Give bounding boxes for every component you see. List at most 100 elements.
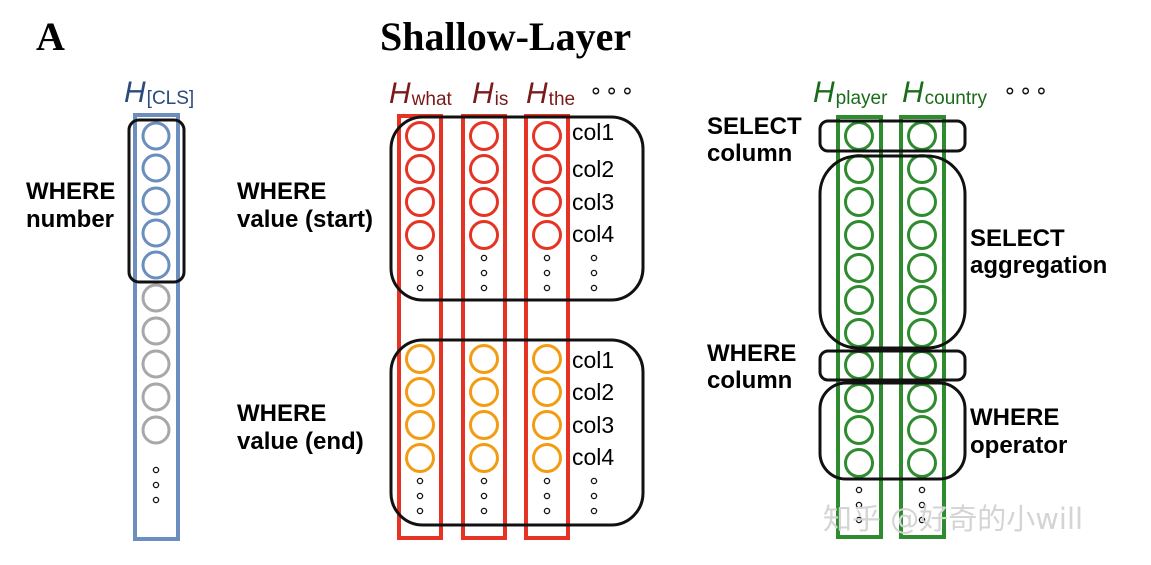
token-neuron-end xyxy=(532,410,562,440)
where-value-start-box xyxy=(389,115,645,302)
token-neuron-end xyxy=(532,443,562,473)
ellipsis-dot xyxy=(416,507,424,515)
cls-neuron xyxy=(141,415,171,445)
ellipsis-dot xyxy=(543,492,551,500)
token-neuron-start xyxy=(532,220,562,250)
token-neuron-end xyxy=(405,443,435,473)
token-neuron-start xyxy=(532,187,562,217)
select-aggregation-box xyxy=(818,154,967,350)
where-operator-box xyxy=(818,381,967,481)
end-col2-label: col2 xyxy=(572,379,614,405)
ellipsis-dot xyxy=(152,481,160,489)
ellipsis-dot xyxy=(480,507,488,515)
where-column-label-2: column xyxy=(707,367,792,394)
panel-letter: A xyxy=(36,14,65,59)
select-column-label-2: column xyxy=(707,140,792,167)
ellipsis-dot xyxy=(543,507,551,515)
token-neuron-start xyxy=(469,220,499,250)
start-col2-label: col2 xyxy=(572,156,614,182)
token-neuron-start xyxy=(405,154,435,184)
ellipsis-dot xyxy=(543,477,551,485)
where-value-end-label-2: value (end) xyxy=(237,428,364,455)
ellipsis-dot xyxy=(590,477,598,485)
select-column-box xyxy=(818,119,967,153)
end-col4-label: col4 xyxy=(572,444,614,470)
ellipsis-dot xyxy=(855,516,863,524)
column-neuron xyxy=(844,220,874,250)
column-neuron xyxy=(907,448,937,478)
is-column xyxy=(461,114,507,540)
where-value-end-label-1: WHERE xyxy=(237,400,326,427)
cls-neuron-active xyxy=(141,153,171,183)
token-neuron-start xyxy=(532,121,562,151)
start-col1-label: col1 xyxy=(572,119,614,145)
ellipsis-dot xyxy=(855,501,863,509)
ellipsis-dot xyxy=(480,477,488,485)
where-column-label-1: WHERE xyxy=(707,340,796,367)
select-column-label-1: SELECT xyxy=(707,113,802,140)
cls-neuron-active xyxy=(141,186,171,216)
ellipsis-dot xyxy=(480,269,488,277)
token-neuron-end xyxy=(469,377,499,407)
token-neuron-start xyxy=(469,121,499,151)
cls-neuron xyxy=(141,349,171,379)
token-neuron-start xyxy=(405,187,435,217)
cls-neuron xyxy=(141,382,171,412)
diagram-title: Shallow-Layer xyxy=(380,14,631,59)
column-neuron xyxy=(844,318,874,348)
header-player: Hplayer xyxy=(813,76,888,109)
cls-neuron-active xyxy=(141,121,171,151)
column-neuron xyxy=(844,285,874,315)
header-cls: H[CLS] xyxy=(124,76,194,109)
where-value-start-label-2: value (start) xyxy=(237,206,373,233)
right-neuron-group xyxy=(844,121,937,478)
ellipsis-dot xyxy=(543,284,551,292)
column-neuron xyxy=(907,253,937,283)
ellipsis-dot xyxy=(416,284,424,292)
ellipsis-dot xyxy=(855,486,863,494)
cls-neuron xyxy=(141,316,171,346)
token-neuron-end xyxy=(405,377,435,407)
column-neuron xyxy=(844,415,874,445)
player-column xyxy=(836,115,883,539)
right-header-ellipsis: ∘∘∘ xyxy=(1003,78,1050,103)
start-col4-label: col4 xyxy=(572,221,614,247)
ellipsis-dot xyxy=(152,496,160,504)
column-neuron xyxy=(907,187,937,217)
watermark: 知乎 @好奇的小will xyxy=(823,502,1083,536)
token-neuron-start xyxy=(469,154,499,184)
column-neuron xyxy=(907,383,937,413)
right-ellipsis xyxy=(855,486,926,524)
column-neuron xyxy=(844,121,874,151)
token-neuron-start xyxy=(532,154,562,184)
column-neuron xyxy=(844,448,874,478)
select-aggregation-label-2: aggregation xyxy=(970,252,1107,279)
where-operator-label-2: operator xyxy=(970,432,1067,459)
middle-header-ellipsis: ∘∘∘ xyxy=(589,78,636,103)
where-number-box xyxy=(127,118,186,284)
select-aggregation-label-1: SELECT xyxy=(970,225,1065,252)
column-neuron xyxy=(907,121,937,151)
ellipsis-dot xyxy=(590,507,598,515)
token-neuron-end xyxy=(532,377,562,407)
cls-column xyxy=(133,113,180,541)
header-what: Hwhat xyxy=(389,77,453,110)
cls-neuron xyxy=(141,283,171,313)
token-neuron-end xyxy=(405,410,435,440)
token-neuron-start xyxy=(405,220,435,250)
column-neuron xyxy=(844,154,874,184)
ellipsis-dot xyxy=(918,486,926,494)
token-neuron-end xyxy=(405,344,435,374)
column-neuron xyxy=(907,350,937,380)
ellipsis-dot xyxy=(480,254,488,262)
the-column xyxy=(524,114,570,540)
where-value-end-box xyxy=(389,338,645,527)
ellipsis-dot xyxy=(590,254,598,262)
ellipsis-dot xyxy=(480,284,488,292)
where-number-label-1: WHERE xyxy=(26,178,115,205)
ellipsis-dot xyxy=(416,477,424,485)
token-neuron-start xyxy=(405,121,435,151)
cls-neuron-active xyxy=(141,250,171,280)
column-neuron xyxy=(907,154,937,184)
header-country: Hcountry xyxy=(902,76,987,109)
